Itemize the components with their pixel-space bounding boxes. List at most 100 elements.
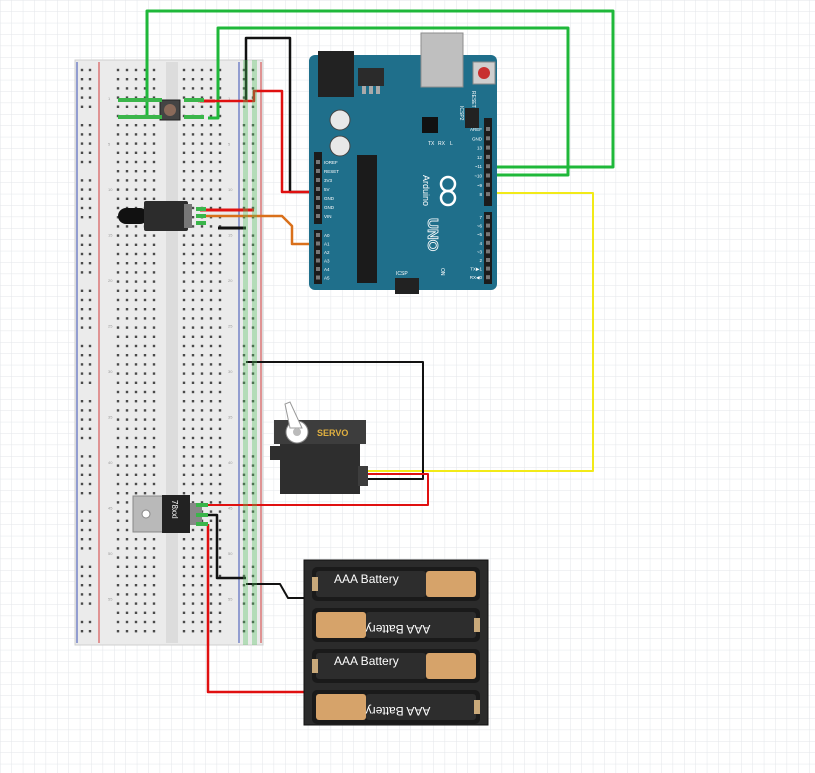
breadboard-hole <box>116 262 120 265</box>
breadboard-hole <box>143 160 147 164</box>
breadboard-rail-hole <box>88 630 92 633</box>
breadboard-hole <box>182 492 186 495</box>
breadboard-hole <box>191 630 195 633</box>
breadboard-hole <box>116 206 120 210</box>
breadboard-rail-hole <box>251 289 255 292</box>
breadboard-hole <box>200 602 204 605</box>
breadboard-row-number: 30 <box>108 369 113 374</box>
breadboard-hole <box>134 234 138 237</box>
breadboard-hole <box>125 317 129 320</box>
breadboard-rail-hole <box>80 473 84 476</box>
breadboard-hole <box>134 390 138 394</box>
breadboard-rail-hole <box>242 133 246 136</box>
wire-black-battery-gnd <box>246 583 305 599</box>
breadboard-rail-hole <box>80 547 84 550</box>
breadboard-hole <box>134 124 138 127</box>
breadboard-hole <box>143 611 147 614</box>
breadboard-hole <box>116 418 120 421</box>
breadboard-hole <box>200 151 204 154</box>
breadboard-hole <box>218 538 222 541</box>
wires <box>145 9 615 694</box>
breadboard-rail-hole <box>242 317 246 320</box>
breadboard-rail-hole <box>88 243 92 246</box>
breadboard-hole <box>116 160 120 164</box>
breadboard-rail-hole <box>251 574 255 578</box>
power-pin <box>316 214 320 218</box>
breadboard-hole <box>200 179 204 182</box>
digital-pin-label: TX▶1 <box>470 267 482 272</box>
breadboard-hole <box>152 630 156 633</box>
breadboard-hole <box>134 262 138 265</box>
breadboard-hole <box>218 547 222 550</box>
breadboard-hole <box>209 547 213 550</box>
breadboard-rail-hole <box>242 418 246 421</box>
icsp2-header <box>465 108 479 128</box>
breadboard-hole <box>200 501 204 504</box>
breadboard-hole <box>116 308 120 311</box>
analog-pin <box>316 241 320 246</box>
icsp-header <box>395 278 419 294</box>
breadboard-rail-hole <box>242 151 246 154</box>
potentiometer-pins <box>184 204 192 228</box>
digital-pin-label: ~5 <box>477 232 483 237</box>
breadboard-rail-hole <box>80 519 84 522</box>
breadboard-row-number: 30 <box>228 369 233 374</box>
breadboard-hole <box>143 142 147 145</box>
breadboard-hole <box>116 400 120 403</box>
breadboard-rail-hole <box>80 317 84 320</box>
breadboard-hole <box>200 565 204 568</box>
breadboard-hole <box>182 418 186 421</box>
breadboard-rail-hole <box>80 252 84 256</box>
breadboard-rail-hole <box>80 234 84 237</box>
breadboard-hole <box>125 234 129 237</box>
breadboard-hole <box>152 602 156 605</box>
breadboard-hole <box>182 547 186 550</box>
breadboard-hole <box>218 602 222 605</box>
breadboard-row-number: 15 <box>228 233 233 238</box>
breadboard-hole <box>143 436 147 440</box>
breadboard-hole <box>209 528 213 532</box>
breadboard-hole <box>209 225 213 228</box>
breadboard-hole <box>116 68 120 72</box>
breadboard-hole <box>116 611 120 614</box>
on-label: ON <box>439 268 445 276</box>
power-pin-label: 5V <box>324 187 330 192</box>
breadboard-hole <box>200 427 204 430</box>
breadboard-hole <box>209 271 213 274</box>
digital-pin-label: AREF <box>470 127 482 132</box>
breadboard-hole <box>209 124 213 127</box>
highlight-row <box>184 98 204 102</box>
breadboard-hole <box>152 492 156 495</box>
breadboard-rail-hole <box>80 409 84 412</box>
breadboard-hole <box>191 124 195 127</box>
breadboard-hole <box>218 556 222 559</box>
breadboard-hole <box>200 446 204 449</box>
digital-pin-label: ~6 <box>477 224 483 229</box>
breadboard-hole <box>125 354 129 357</box>
breadboard-hole <box>116 427 120 430</box>
breadboard-hole <box>182 436 186 440</box>
digital-pin-label: 7 <box>479 215 482 220</box>
digital-pin-label: 12 <box>477 155 483 160</box>
breadboard-rail-hole <box>251 400 255 403</box>
breadboard-rail-hole <box>88 381 92 384</box>
highlight-row <box>196 503 208 507</box>
breadboard-hole <box>116 538 120 541</box>
breadboard-hole <box>200 234 204 237</box>
arduino-uno-board: RESET ICSP2 TX RX L Arduino UNO ON ICSP … <box>309 32 497 294</box>
breadboard-hole <box>209 593 213 596</box>
breadboard-hole <box>191 170 195 173</box>
breadboard-rail-hole <box>251 298 255 302</box>
breadboard-hole <box>200 68 204 72</box>
breadboard-rail-hole <box>242 482 246 486</box>
breadboard-hole <box>134 289 138 292</box>
breadboard-hole <box>134 565 138 568</box>
breadboard-hole <box>116 124 120 127</box>
breadboard-hole <box>143 547 147 550</box>
breadboard-hole <box>116 630 120 633</box>
breadboard-hole <box>143 354 147 357</box>
breadboard-hole <box>134 78 138 81</box>
breadboard-hole <box>218 317 222 320</box>
breadboard-hole <box>134 317 138 320</box>
